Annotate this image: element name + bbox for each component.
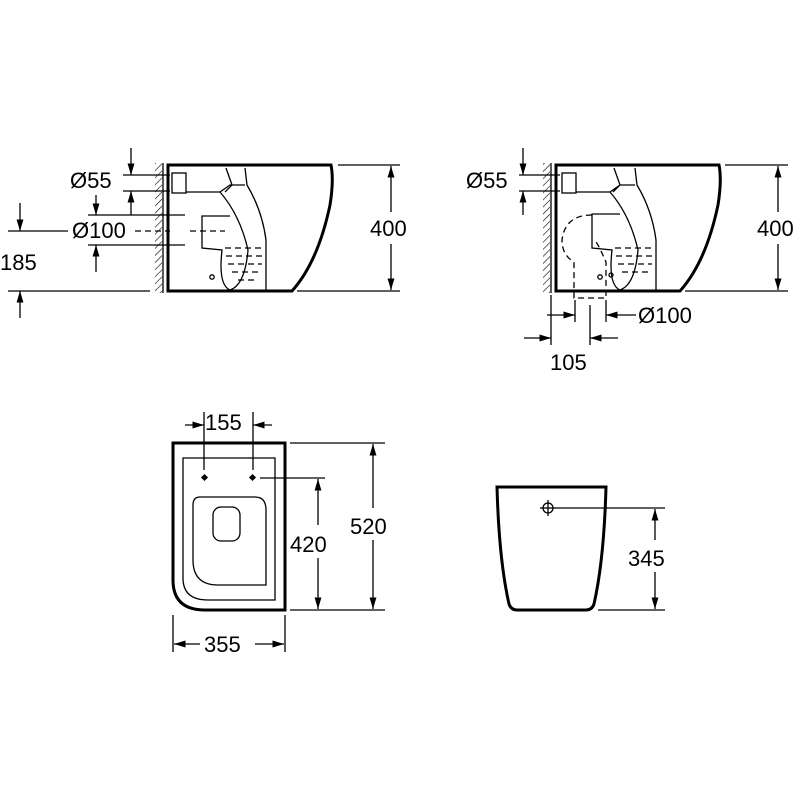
inlet-connector (561, 172, 577, 194)
seat-hinge-cutout (212, 506, 241, 542)
length-label: 520 (350, 514, 387, 539)
seat-outline (171, 441, 287, 612)
wall-hatch (543, 163, 550, 293)
water-level (615, 247, 652, 273)
bowl-opening (192, 496, 267, 586)
inlet-diameter-label: Ø55 (466, 168, 508, 193)
width-label: 355 (204, 632, 241, 657)
front-outline (495, 485, 608, 612)
front-view: 345 (495, 485, 665, 612)
fixing-cross-icon (540, 500, 556, 516)
side-view-wall-outlet: Ø55 Ø100 185 400 (0, 148, 407, 318)
outlet-diameter-label: Ø100 (72, 218, 126, 243)
outlet-diameter-label: Ø100 (638, 303, 692, 328)
side-view-floor-outlet: Ø55 Ø100 105 400 (466, 148, 794, 375)
bowl-outline (166, 163, 334, 293)
bowl-outline (554, 163, 722, 293)
height-label: 400 (370, 216, 407, 241)
fixing-to-front-label: 420 (290, 532, 327, 557)
fixing-point (248, 473, 257, 482)
outlet-offset-label: 105 (550, 350, 587, 375)
outlet-height-label: 185 (0, 250, 37, 275)
fixing-height-label: 345 (628, 546, 665, 571)
fixing-point (200, 473, 209, 482)
fixing-spacing-label: 155 (205, 410, 242, 435)
height-label: 400 (757, 216, 794, 241)
inlet-connector (171, 172, 187, 194)
water-level (225, 247, 262, 281)
wall-hatch (155, 163, 162, 293)
inlet-diameter-label: Ø55 (70, 168, 112, 193)
top-view: 155 420 520 355 (171, 410, 387, 657)
